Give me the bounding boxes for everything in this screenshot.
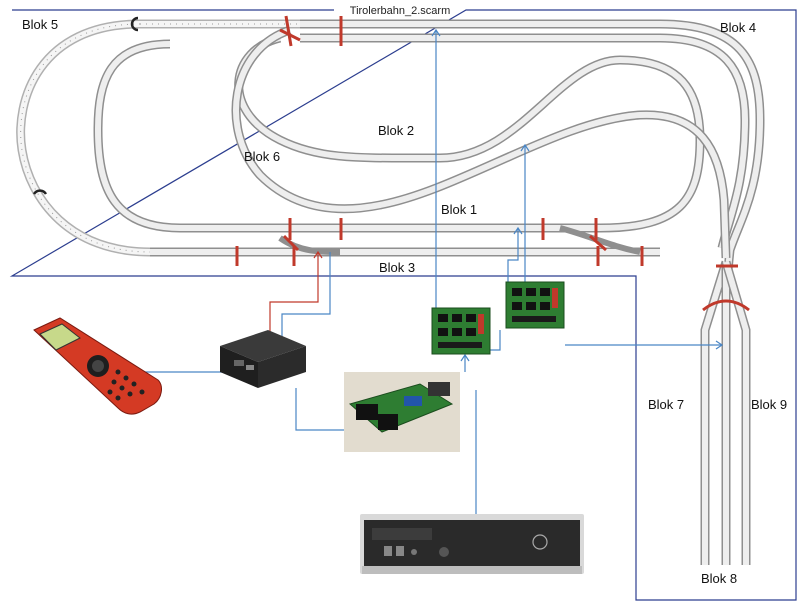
- track-blok-1: [93, 39, 705, 233]
- wire-feedback-to-feedback2: [488, 330, 501, 351]
- buffer-stop-icon: [32, 189, 48, 195]
- file-title: Tirolerbahn_2.scarm: [350, 5, 450, 17]
- track-blok-2: [234, 33, 621, 163]
- layout-frame: [9, 9, 797, 601]
- throttle-icon: [33, 317, 162, 415]
- track-blok-5: [16, 19, 420, 257]
- buffer-stop-icon: [130, 16, 139, 32]
- computer-icon: [360, 514, 584, 574]
- wire-command-to-track: [281, 252, 331, 346]
- label-blok-9: Blok 9: [751, 397, 787, 412]
- wire-feedback2-to-blok3: [507, 228, 519, 282]
- label-blok-5: Blok 5: [22, 17, 58, 32]
- label-blok-1: Blok 1: [441, 202, 477, 217]
- label-blok-8: Blok 8: [701, 571, 737, 586]
- command-station-icon: [220, 330, 306, 388]
- wiring: [140, 28, 724, 532]
- track-blok-6: [231, 25, 731, 259]
- track-blok-4: [300, 19, 765, 271]
- isolation-markers: [235, 15, 750, 312]
- interface-board-icon: [344, 372, 460, 452]
- label-blok-2: Blok 2: [378, 123, 414, 138]
- track-feed-wire-red: [269, 252, 319, 346]
- track-yard: [700, 260, 751, 565]
- track-blok-3: [150, 225, 660, 257]
- label-blok-3: Blok 3: [379, 260, 415, 275]
- wire-command-to-interface: [295, 388, 352, 431]
- label-blok-4: Blok 4: [720, 20, 756, 35]
- label-blok-6: Blok 6: [244, 149, 280, 164]
- feedback-module-2-icon: [505, 281, 565, 329]
- label-blok-7: Blok 7: [648, 397, 684, 412]
- track-plan: [16, 19, 765, 565]
- feedback-module-1-icon: [431, 307, 491, 355]
